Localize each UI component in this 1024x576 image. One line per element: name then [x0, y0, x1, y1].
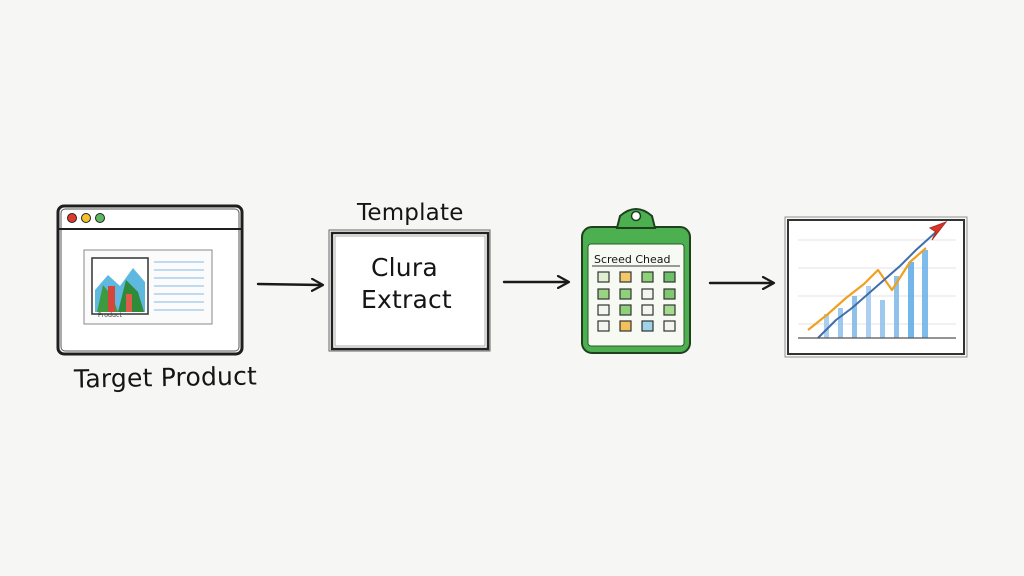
- spreadsheet-grid: [597, 271, 676, 332]
- chart-bars: [824, 250, 928, 338]
- product-caption: Product: [98, 312, 123, 319]
- template-box-line-2: Extract: [361, 285, 452, 314]
- clipboard-title: Screed Chead: [594, 253, 671, 266]
- clipboard-spreadsheet-icon: [581, 208, 691, 354]
- target-product-label: Target Product: [73, 361, 258, 394]
- flow-arrow-1: [256, 284, 322, 285]
- template-box: [328, 229, 491, 352]
- product-image-icon: [91, 257, 149, 315]
- growth-chart-icon: [784, 216, 968, 358]
- browser-window-icon: [56, 204, 244, 356]
- template-box-line-1: Clura: [371, 253, 438, 282]
- template-label: Template: [357, 200, 464, 226]
